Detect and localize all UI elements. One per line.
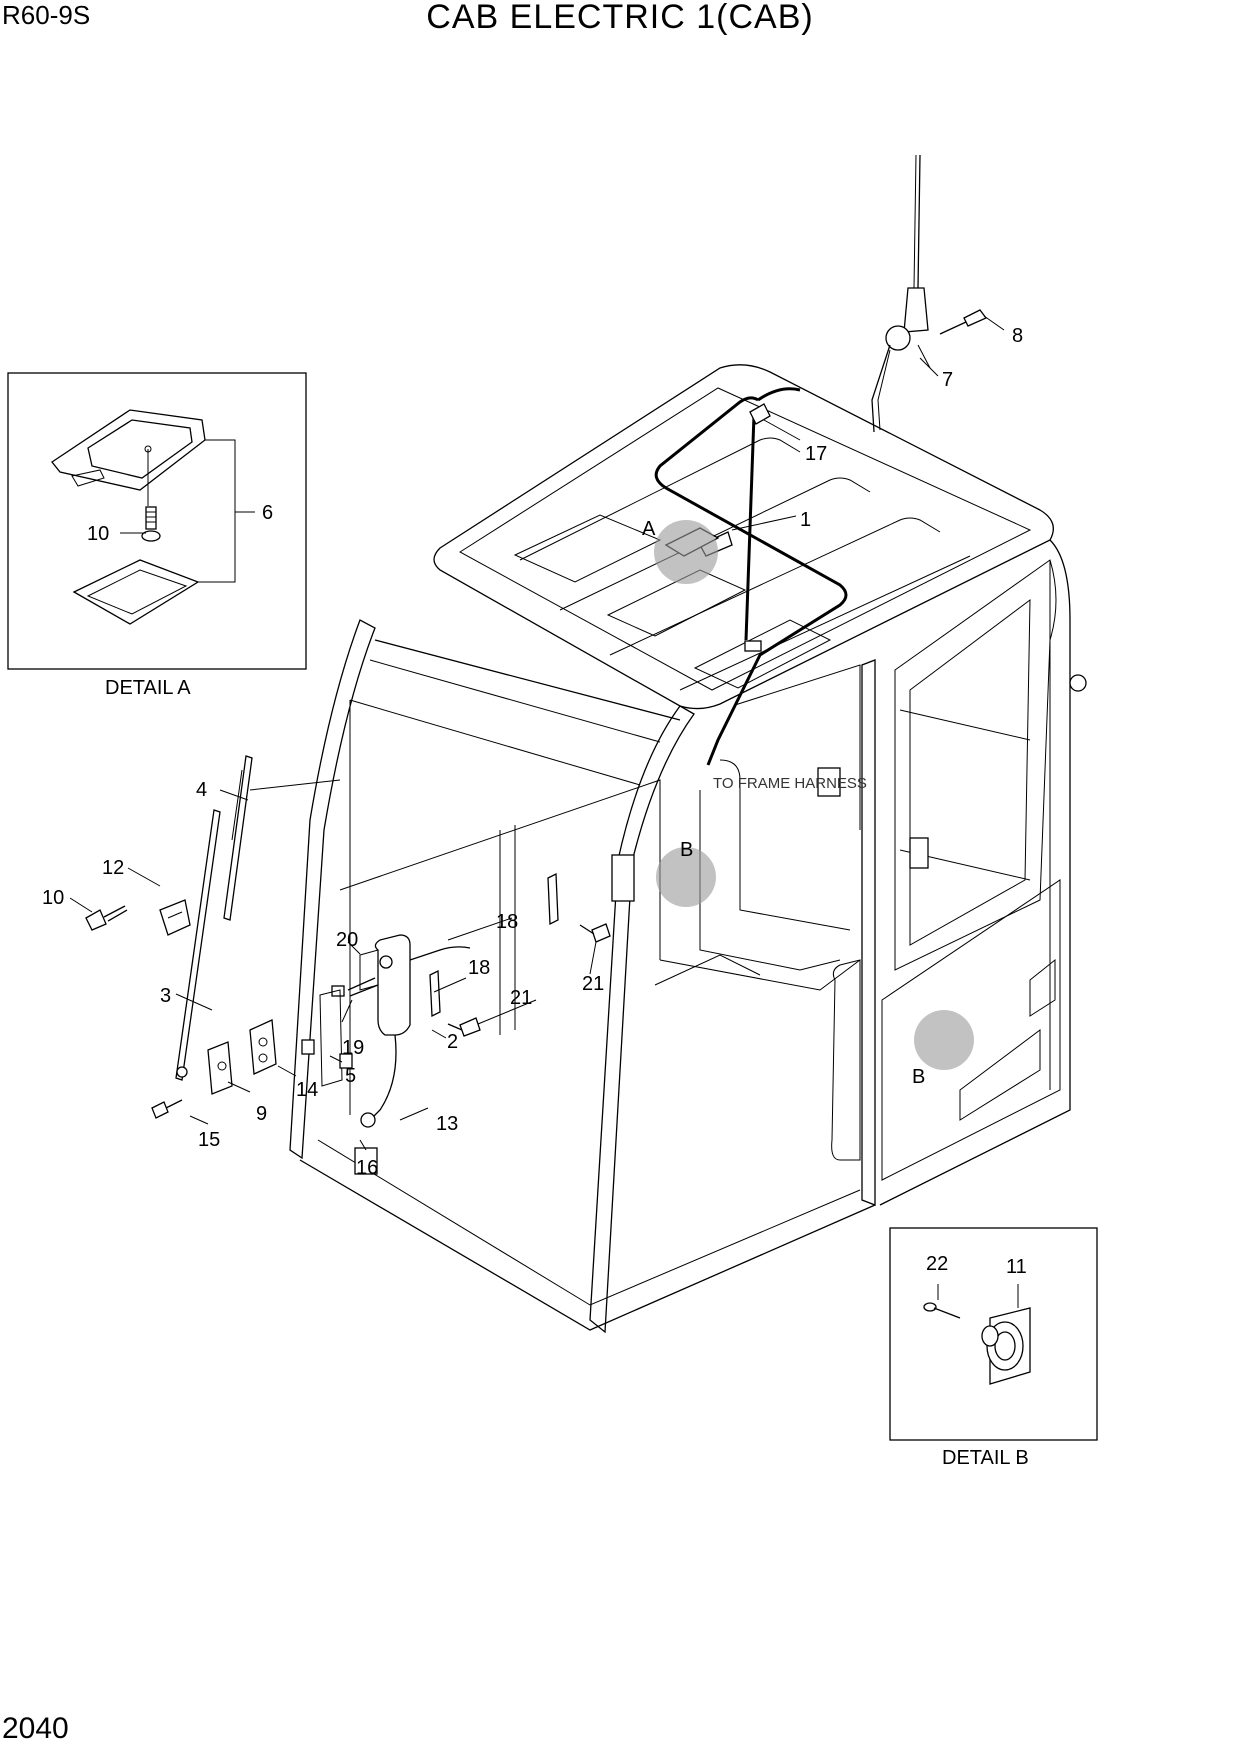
callout-9: 9 (256, 1103, 267, 1125)
wiper-arm-and-blade (175, 755, 341, 1081)
wiper-bracket-12 (159, 899, 191, 936)
detail-a-panel: 6 10 DETAIL A (7, 372, 307, 699)
marker-a-label: A (642, 518, 656, 540)
detail-b-marker-1 (656, 847, 716, 907)
bolt-21 (447, 1017, 481, 1037)
bolt-10 (85, 905, 128, 931)
marker-b-label-1: B (680, 839, 693, 861)
wiper-motor (301, 934, 471, 1175)
lamp-lens (72, 559, 200, 625)
to-frame-harness-note: TO FRAME HARNESS (713, 775, 867, 792)
callout-8: 8 (1012, 325, 1023, 347)
callout-15: 15 (198, 1129, 220, 1151)
detail-a-marker (654, 520, 718, 584)
detail-b-panel: 22 11 DETAIL B (889, 1227, 1098, 1469)
callout-20: 20 (336, 929, 358, 951)
model-code: R60-9S (2, 0, 91, 30)
callout-13: 13 (436, 1113, 458, 1135)
marker-b-label-2: B (912, 1066, 925, 1088)
callout-2: 2 (447, 1031, 458, 1053)
detail-b-marker-2 (914, 1010, 974, 1070)
room-lamp (51, 409, 206, 506)
screw-22 (923, 1302, 961, 1319)
page-title: CAB ELECTRIC 1(CAB) (426, 0, 814, 36)
speaker (981, 1307, 1031, 1385)
callout-18-lower: 18 (468, 957, 490, 979)
callout-3: 3 (160, 985, 171, 1007)
wiper-motor-bracket-9 (207, 1041, 233, 1095)
callout-6: 6 (262, 502, 273, 524)
callout-5: 5 (345, 1065, 356, 1087)
callout-16: 16 (356, 1157, 378, 1179)
callout-10: 10 (42, 887, 64, 909)
callout-10-detail-a: 10 (87, 523, 109, 545)
callout-22: 22 (926, 1253, 948, 1275)
callout-19: 19 (342, 1037, 364, 1059)
callout-11: 11 (1006, 1256, 1027, 1278)
callout-12: 12 (102, 857, 124, 879)
antenna (871, 154, 931, 433)
detail-a-caption: DETAIL A (105, 677, 191, 699)
callout-1: 1 (800, 509, 811, 531)
bolt-21b (579, 923, 611, 943)
callout-21-right: 21 (582, 973, 604, 995)
callout-18-upper: 18 (496, 911, 518, 933)
callout-21-left: 21 (510, 987, 532, 1009)
callouts: 1 2 3 4 5 7 8 9 10 12 13 14 15 16 17 18 … (42, 325, 1023, 1179)
callout-14: 14 (296, 1079, 318, 1101)
bracket-14 (249, 1019, 277, 1075)
callout-4: 4 (196, 779, 207, 801)
leader-lines (69, 357, 939, 1151)
page-number: 2040 (2, 1712, 69, 1745)
bolt-15 (151, 1099, 183, 1119)
screw-10-detail-a (141, 506, 161, 542)
cab-frame (289, 364, 1087, 1334)
callout-7: 7 (942, 369, 953, 391)
clamp-18 (429, 872, 559, 1018)
callout-17: 17 (805, 443, 827, 465)
detail-b-caption: DETAIL B (942, 1447, 1029, 1469)
bolt-8 (939, 309, 1005, 335)
clamp-17 (749, 403, 771, 425)
